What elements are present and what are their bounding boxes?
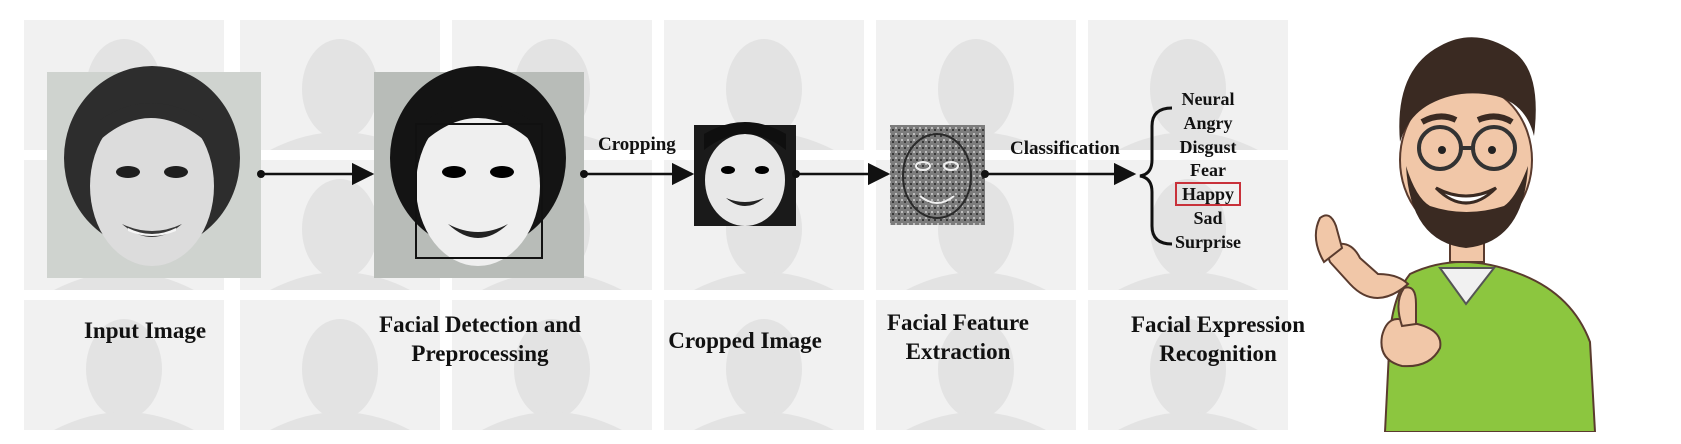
cropping-label: Cropping [598, 134, 676, 155]
expression-class-sad: Sad [1162, 207, 1254, 231]
expression-class-label: Neural [1181, 89, 1235, 109]
thumbs-up-cartoon [1314, 37, 1597, 432]
expression-class-happy: Happy [1162, 182, 1254, 207]
detection-image [374, 66, 584, 278]
caption-line: Extraction [905, 339, 1011, 364]
caption-line: Facial Expression [1130, 312, 1305, 337]
caption-input-image: Input Image [40, 316, 250, 345]
background-face-tile [240, 300, 440, 430]
class-brace [1139, 106, 1173, 246]
background-face-tile [664, 20, 864, 150]
caption-line: Cropped Image [668, 328, 822, 353]
input-image [47, 66, 261, 278]
expression-class-disgust: Disgust [1162, 136, 1254, 160]
cropped-image [694, 122, 796, 226]
pipeline-arrows [257, 162, 1137, 186]
background-face-tile [876, 300, 1076, 430]
background-face-tile [24, 300, 224, 430]
expression-class-label: Happy [1174, 182, 1242, 207]
expression-class-label: Surprise [1174, 231, 1241, 252]
face-bounding-box [415, 123, 543, 259]
expression-class-label: Disgust [1179, 136, 1237, 157]
expression-class-label: Sad [1193, 207, 1223, 228]
classification-label: Classification [1010, 138, 1120, 159]
expression-class-fear: Fear [1162, 159, 1254, 183]
expression-class-surprise: Surprise [1162, 231, 1254, 255]
caption-line: Preprocessing [411, 341, 549, 366]
feature-image [890, 125, 985, 225]
expression-class-label: Angry [1183, 112, 1233, 133]
pipeline-diagram [47, 66, 1173, 278]
background-face-tile [452, 300, 652, 430]
caption-feature: Facial Feature Extraction [858, 308, 1058, 366]
caption-detection: Facial Detection and Preprocessing [350, 310, 610, 368]
background-face-tile [664, 300, 864, 430]
caption-line: Facial Detection and [379, 312, 581, 337]
caption-recognition: Facial Expression Recognition [1098, 310, 1338, 368]
caption-cropped: Cropped Image [640, 326, 850, 355]
caption-line: Facial Feature [887, 310, 1029, 335]
background-face-tile [1088, 300, 1288, 430]
expression-class-label: Fear [1190, 160, 1226, 181]
caption-line: Input Image [83, 318, 207, 343]
expression-class-angry: Angry [1162, 112, 1254, 136]
expression-class-neural: Neural [1162, 88, 1254, 112]
caption-line: Recognition [1159, 341, 1277, 366]
background-face-tile [1088, 20, 1288, 150]
